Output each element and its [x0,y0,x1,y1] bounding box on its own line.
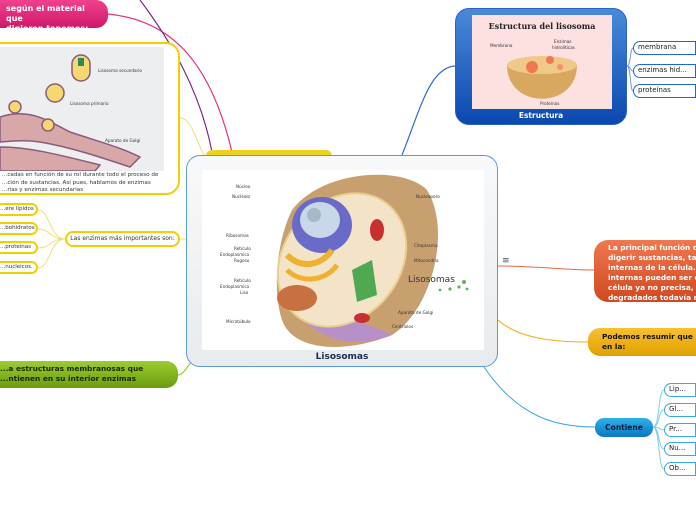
enzyme-lipids-node[interactable]: ...ere lípidos [0,203,38,216]
main-enzymes-node[interactable]: Las enzimas más importantes son: [65,231,180,247]
cell-label: Mitocondria [414,258,439,263]
golgi-image-node[interactable]: Lisosoma secundario Lisosoma primario Ap… [0,42,180,195]
estructura-node[interactable]: Estructura del lisosoma Membrana Enzimas… [455,8,627,125]
node-text: Lip... [669,385,686,393]
estructura-proteinas-node[interactable]: proteínas [633,84,696,98]
image-label: Lisosoma primario [70,101,109,106]
contiene-child-node[interactable]: Pr... [664,423,696,437]
cell-label: Endoplasmico [220,284,250,289]
golgi-lysosome-image: Lisosoma secundario Lisosoma primario Ap… [0,47,164,172]
image-label: Membrana [490,43,513,48]
node-text: ...nucleicos. [0,264,33,270]
node-text: Contiene [605,423,643,432]
image-label: Aparato de Golgi [105,138,140,143]
node-text: internas pueden ser co... [608,273,696,282]
cell-label: Núcleo [236,184,251,189]
image-label: Lisosoma secundario [98,68,142,73]
contiene-child-node[interactable]: Lip... [664,383,696,397]
node-text: ...a estructuras membranosas que [0,364,144,373]
node-text: Pr... [669,425,683,433]
node-text: Gl... [669,405,684,413]
node-text: digerir sustancias, tam... [608,253,696,262]
cell-label: Retículo [234,246,251,251]
definition-node[interactable]: ...a estructuras membranosas que ...ntie… [0,361,178,388]
node-text: ...proteínas [0,244,32,250]
contiene-child-node[interactable]: Gl... [664,403,696,417]
node-label: Estructura [518,111,564,120]
node-text: degradados todavía m... [608,293,696,302]
node-text: membrana [638,43,677,51]
image-title: Estructura del lisosoma [489,21,596,31]
node-text: ...bohidratos [0,225,35,231]
node-text: Nu... [669,444,686,452]
node-text: digieren tenemos: [6,24,89,33]
cell-label: Retículo [234,278,251,283]
enzyme-nucleic-node[interactable]: ...nucleicos. [0,261,38,274]
notes-icon[interactable]: ≡ [502,256,510,266]
cell-label: Aparato de Golgi [398,310,433,315]
summary-node[interactable]: Podemos resumir que lo... en la: [588,328,696,356]
cell-label: Nucleoporo [416,194,440,199]
estructura-enzimas-node[interactable]: enzimas hid... [633,64,696,78]
node-text: según el material que [6,4,85,23]
node-text: La principal función de... [608,243,696,252]
node-text: ...rias y enzimas secundarias [2,187,84,193]
contiene-node[interactable]: Contiene [595,418,653,437]
cell-label: Centriolos [392,324,413,329]
node-text: enzimas hid... [638,66,687,74]
lysosome-structure-image: Estructura del lisosoma Membrana Enzimas… [472,15,612,109]
cell-label: Nucléolo [232,194,251,199]
node-text: ...cadas en función de su rol durante to… [2,172,159,178]
node-text: Ob... [669,464,686,472]
cell-label: Microtúbulo [226,319,251,324]
image-label: hidrolíticas [552,45,575,50]
cell-label: Liso [240,290,249,295]
node-text: ...ción de sustancias. Así pues, hablamo… [2,179,151,186]
material-type-node[interactable]: según el material que digieren tenemos: [0,0,108,33]
enzyme-carbs-node[interactable]: ...bohidratos [0,222,38,235]
cell-diagram-image: Núcleo Nucléolo Ribosomas Retículo Endop… [202,170,484,350]
image-label: Enzimas [554,39,572,44]
node-text: ...ere lípidos [0,206,34,212]
node-text: en la: [602,342,626,351]
cell-label: Endoplasmico [220,252,250,257]
node-text: ...ntienen en su interior enzimas [0,374,136,383]
central-topic-label: Lisosomas [315,352,369,362]
cell-label: Ribosomas [226,233,249,238]
contiene-child-node[interactable]: Ob... [664,462,696,476]
node-text: proteínas [638,86,671,94]
node-text: Podemos resumir que lo... [602,332,696,341]
enzyme-proteins-node[interactable]: ...proteínas [0,241,38,254]
cell-label: Lisosomas [408,275,455,285]
image-label: Proteínas [540,101,559,106]
node-text: Las enzimas más importantes son: [70,235,175,242]
central-topic-lisosomas[interactable]: Núcleo Nucléolo Ribosomas Retículo Endop… [186,155,498,367]
cell-label: Citoplasma [414,243,438,248]
function-node[interactable]: La principal función de... digerir susta… [594,240,696,302]
estructura-membrana-node[interactable]: membrana [633,41,696,55]
node-text: internas de la célula. L... [608,263,696,272]
cell-label: Rugoso [234,258,250,263]
contiene-child-node[interactable]: Nu... [664,442,696,456]
node-text: célula ya no precisa, p... [608,283,696,292]
